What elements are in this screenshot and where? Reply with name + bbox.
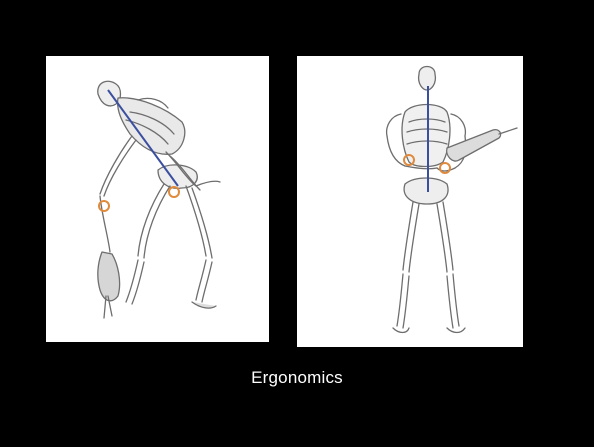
bent-posture-image — [46, 56, 269, 342]
bent-skeleton-illustration — [46, 56, 269, 342]
slide-caption: Ergonomics — [0, 368, 594, 388]
thigh-left — [138, 184, 164, 256]
ribcage — [402, 105, 450, 167]
elbow-joint-marker — [99, 201, 109, 211]
foot-right — [192, 302, 216, 308]
power-tool — [98, 252, 120, 301]
shin-left — [126, 260, 138, 302]
upper-arm-left — [100, 136, 132, 194]
thigh-left — [403, 202, 413, 270]
pelvis — [404, 178, 448, 204]
power-tool — [447, 130, 501, 161]
shin-left — [397, 274, 403, 326]
shin-right — [447, 276, 453, 328]
ribcage — [118, 98, 185, 155]
upright-posture-image — [297, 56, 523, 347]
upright-skeleton-illustration — [297, 56, 523, 347]
